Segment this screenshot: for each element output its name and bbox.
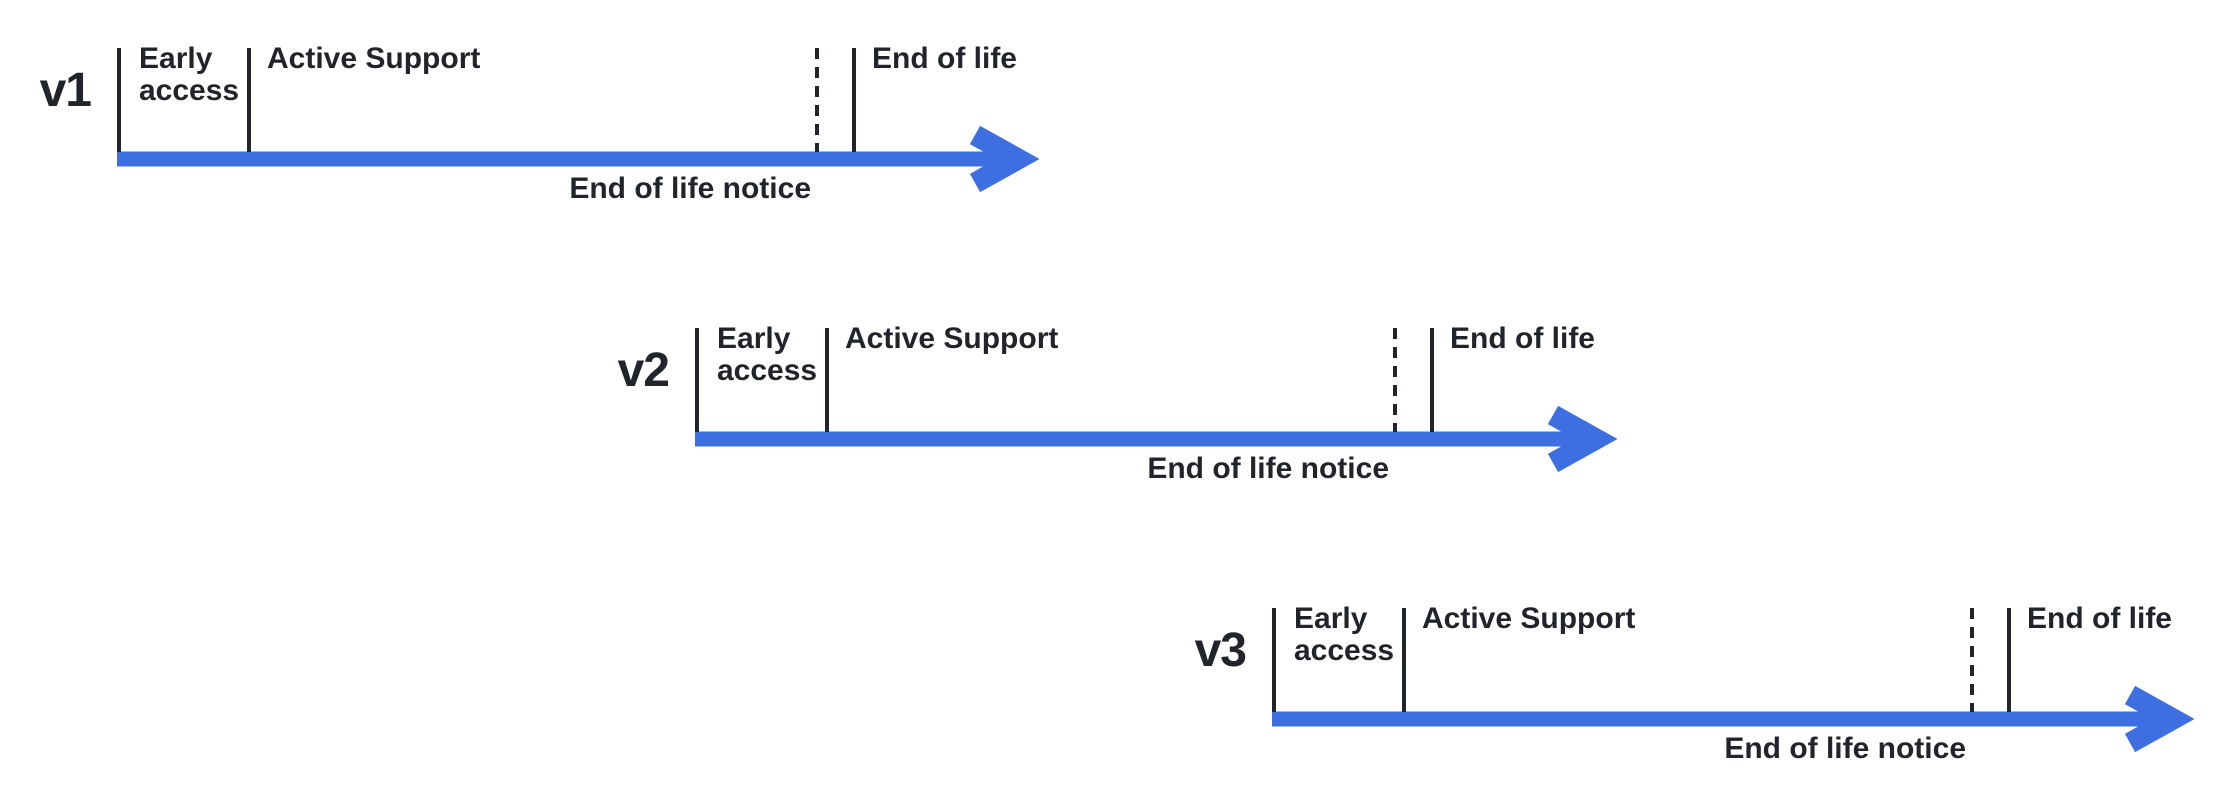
end-of-life-label: End of life — [1450, 322, 1595, 355]
active-support-label: Active Support — [267, 42, 481, 75]
early-access-label: Early access — [717, 322, 818, 387]
version-label: v2 — [617, 344, 670, 397]
end-of-life-label: End of life — [872, 42, 1017, 75]
timeline-arrow — [695, 405, 1618, 473]
end-of-life-label: End of life — [2027, 602, 2172, 635]
timeline-arrow — [117, 125, 1040, 193]
active-support-start-tick — [825, 328, 829, 432]
version-label: v1 — [39, 64, 92, 117]
end-of-life-notice-label: End of life notice — [569, 172, 811, 205]
active-support-label: Active Support — [1422, 602, 1636, 635]
timeline-arrow — [1272, 685, 2195, 753]
end-of-life-notice-tick — [1970, 608, 1974, 712]
active-support-start-tick — [247, 48, 251, 152]
end-of-life-notice-label: End of life notice — [1724, 732, 1966, 765]
early-access-label: Early access — [139, 42, 240, 107]
version-label: v3 — [1194, 624, 1247, 677]
active-support-start-tick — [1402, 608, 1406, 712]
early-access-start-tick — [1272, 608, 1276, 712]
end-of-life-tick — [852, 48, 856, 152]
early-access-start-tick — [117, 48, 121, 152]
end-of-life-notice-label: End of life notice — [1147, 452, 1389, 485]
end-of-life-tick — [1430, 328, 1434, 432]
end-of-life-notice-tick — [815, 48, 819, 152]
end-of-life-notice-tick — [1393, 328, 1397, 432]
early-access-start-tick — [695, 328, 699, 432]
early-access-label: Early access — [1294, 602, 1395, 667]
active-support-label: Active Support — [845, 322, 1059, 355]
end-of-life-tick — [2007, 608, 2011, 712]
